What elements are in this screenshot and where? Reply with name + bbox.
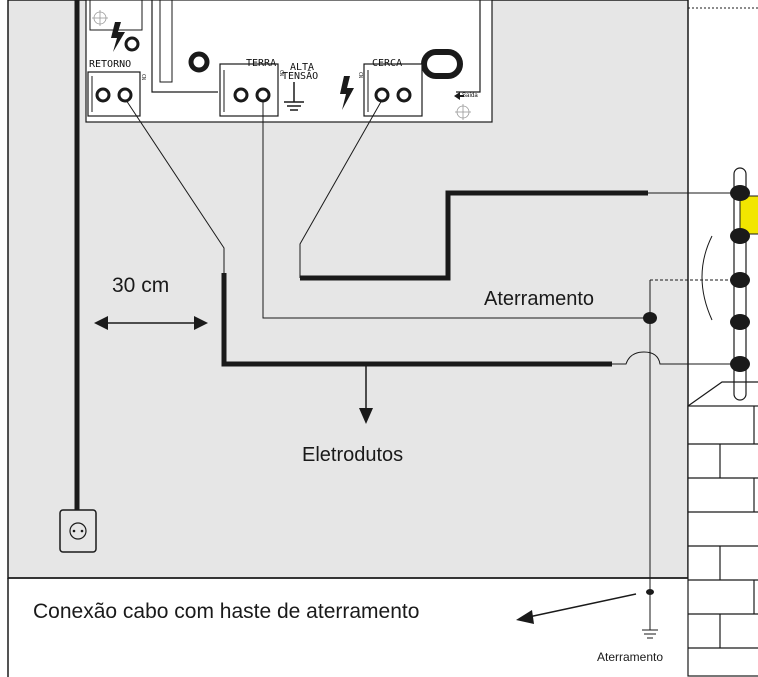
control-board — [85, 0, 493, 123]
retorno-label: RETORNO — [89, 59, 132, 70]
cerca-label: CERCA — [372, 58, 403, 69]
lightning-icon-2 — [340, 76, 354, 110]
electric-fence — [701, 167, 758, 401]
brick-wall — [687, 381, 758, 677]
tensao-label: TENSÃO — [282, 71, 319, 82]
ground-junction — [643, 312, 657, 324]
conduit-upper — [300, 190, 648, 281]
distance-label: 30 cm — [112, 274, 170, 297]
aterramento-label: Aterramento — [484, 288, 595, 310]
distance-arrow — [94, 316, 208, 330]
saida-label: Saída — [462, 93, 478, 99]
warning-sign — [739, 195, 758, 235]
wire-retorno — [125, 99, 225, 278]
mount-hole-left — [188, 51, 210, 73]
conexao-arrow — [516, 610, 534, 624]
aterramento-small-label: Aterramento — [597, 650, 664, 664]
lightning-icon-1 — [111, 22, 125, 52]
cn-label-1: CN — [140, 74, 146, 81]
wire-terra — [262, 100, 648, 319]
wire-cerca — [299, 99, 383, 278]
terra-label: TERRA — [246, 58, 277, 69]
power-outlet — [59, 509, 97, 553]
eletrodutos-label: Eletrodutos — [302, 444, 404, 466]
cn-label-3: CN — [357, 72, 363, 79]
eletrodutos-arrow — [359, 408, 373, 424]
alta-label: ALTA — [290, 62, 315, 73]
conduit-lower — [221, 273, 612, 367]
conexao-label: Conexão cabo com haste de aterramento — [33, 600, 420, 623]
mount-hole-right — [421, 49, 463, 79]
cn-label-2: CN — [278, 70, 284, 77]
